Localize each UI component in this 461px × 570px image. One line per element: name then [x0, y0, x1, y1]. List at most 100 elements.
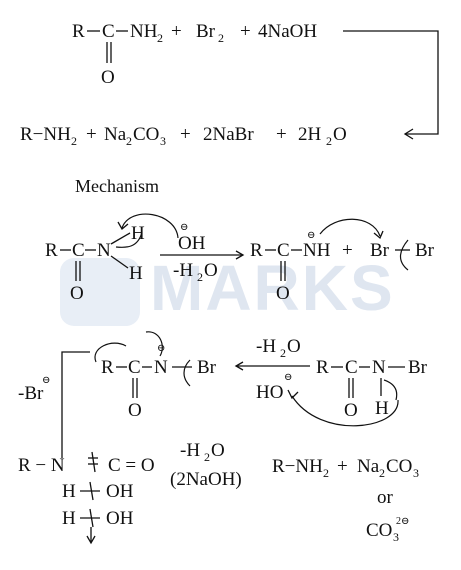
step3-down-arrow[interactable] [61, 351, 90, 458]
product-h2o: 2H [298, 124, 322, 145]
product-co: CO [133, 124, 159, 145]
step1-product-nh: NH [303, 240, 331, 261]
mechanism-step-1: R C N O H H OH ⊖ -H 2 O R C NH ⊖ O + [45, 213, 435, 304]
step4-product-na-sub: 2 [379, 466, 385, 480]
step1-bond-n-h-top [110, 232, 131, 245]
step3-o: O [128, 400, 142, 421]
mechanism-heading: Mechanism [75, 176, 159, 196]
step4-conditions-1-o: O [211, 440, 225, 461]
step3-r: R [101, 357, 114, 378]
product-plus-c: + [276, 124, 287, 145]
step1-conditions: -H [173, 260, 193, 281]
step1-plus: + [342, 240, 353, 261]
step3-n-charge: ⊖ [157, 343, 165, 354]
step1-product-c: C [277, 240, 290, 261]
step1-product-r: R [250, 240, 263, 261]
step4-carbonate: CO [366, 520, 392, 541]
step1-hydroxide-charge: ⊖ [180, 222, 188, 233]
plus-1: + [171, 21, 182, 42]
step3-curved-arrow-r [94, 342, 127, 363]
step2-conditions: -H [256, 336, 276, 357]
step1-conditions-o: O [204, 260, 218, 281]
br2-sub: 2 [218, 31, 224, 45]
overall-reaction: R C NH 2 O + Br 2 + 4NaOH R−NH 2 + Na 2 … [20, 21, 439, 148]
step1-h-bottom: H [129, 263, 143, 284]
step3-n: N [154, 357, 168, 378]
step2-hydroxide: HO [256, 382, 283, 403]
reaction-arrow-bracket [343, 30, 439, 135]
naoh: 4NaOH [258, 21, 317, 42]
step4-carbonate-sub: 3 [393, 530, 399, 544]
step2-r: R [316, 357, 329, 378]
amide-nh2-sub: 2 [157, 31, 163, 45]
step4-product-r-nh2: R−NH [272, 456, 323, 477]
amide-c: C [102, 21, 115, 42]
step4-break-mark-1 [91, 451, 96, 473]
step4-c-eq-o: C = O [108, 455, 155, 476]
step1-o: O [70, 283, 84, 304]
step2-h: H [375, 398, 389, 419]
step4-conditions-1: -H [180, 440, 200, 461]
step2-curved-arrow-nh [383, 379, 398, 401]
step4-h2: H [62, 508, 76, 529]
step3-leaving-br: Br [197, 357, 217, 378]
step4-carbonate-charge: 2⊖ [396, 516, 409, 527]
amide-nh2: NH [130, 21, 158, 42]
step1-curved-arrow-oh-head [117, 221, 129, 230]
step3-loss-label: -Br [18, 383, 44, 404]
step4-product-plus: + [337, 456, 348, 477]
step1-curved-arrow-nh [115, 231, 143, 248]
mechanism-step-3: R C N ⊖ O Br -Br ⊖ [18, 331, 217, 458]
step2-curved-arrow-oh-head [287, 389, 299, 400]
step2-conditions-o: O [287, 336, 301, 357]
step1-c: C [72, 240, 85, 261]
step2-o: O [344, 400, 358, 421]
step4-product-co-sub: 3 [413, 466, 419, 480]
step1-br-left: Br [370, 240, 390, 261]
step2-c: C [345, 357, 358, 378]
step2-hydroxide-charge: ⊖ [284, 372, 292, 383]
product-r-nh2-sub: 2 [71, 134, 77, 148]
mechanism-step-4: R − N C = O H OH H OH -H 2 O (2NaOH) R−N… [18, 440, 419, 545]
step4-break-mark-3 [89, 508, 94, 528]
step1-r: R [45, 240, 58, 261]
step3-loss-charge: ⊖ [42, 375, 50, 386]
step4-product-co: CO [386, 456, 412, 477]
step4-oh2: OH [106, 508, 134, 529]
step1-product-o: O [276, 283, 290, 304]
amide-o: O [101, 67, 115, 88]
step1-h-top: H [131, 223, 145, 244]
step2-curved-arrow-oh [291, 395, 399, 427]
step4-isocyanate: R − N [18, 455, 65, 476]
step2-arrow-head [234, 361, 244, 371]
step1-bond-n-h-bottom [110, 255, 129, 269]
step4-conditions-1-sub: 2 [204, 450, 210, 464]
mechanism-step-2: -H 2 O R C N Br O H HO ⊖ [234, 336, 428, 427]
br2: Br [196, 21, 216, 42]
step1-curved-arrow-n-br-head [373, 230, 384, 240]
step2-conditions-sub: 2 [280, 346, 286, 360]
product-plus-a: + [86, 124, 97, 145]
product-h2o-o: O [333, 124, 347, 145]
step1-product-charge: ⊖ [307, 230, 315, 241]
product-na-sub: 2 [126, 134, 132, 148]
step2-n: N [372, 357, 386, 378]
step3-curved-arrow-n [145, 331, 163, 357]
step1-arrow-head [235, 250, 245, 260]
step2-br: Br [408, 357, 428, 378]
step1-br-right: Br [415, 240, 435, 261]
plus-2: + [240, 21, 251, 42]
product-h2o-sub: 2 [326, 134, 332, 148]
watermark: MARKS [60, 252, 393, 326]
step4-h1: H [62, 481, 76, 502]
product-na: Na [104, 124, 127, 145]
product-co-sub: 3 [160, 134, 166, 148]
product-nabr: 2NaBr [203, 124, 254, 145]
product-plus-b: + [180, 124, 191, 145]
step1-curved-arrow-n-br [319, 218, 381, 237]
step1-curved-arrow-br-br [399, 239, 409, 271]
reaction-arrow-head [403, 128, 414, 140]
step4-conditions-2: (2NaOH) [170, 469, 242, 490]
step3-c: C [128, 357, 141, 378]
